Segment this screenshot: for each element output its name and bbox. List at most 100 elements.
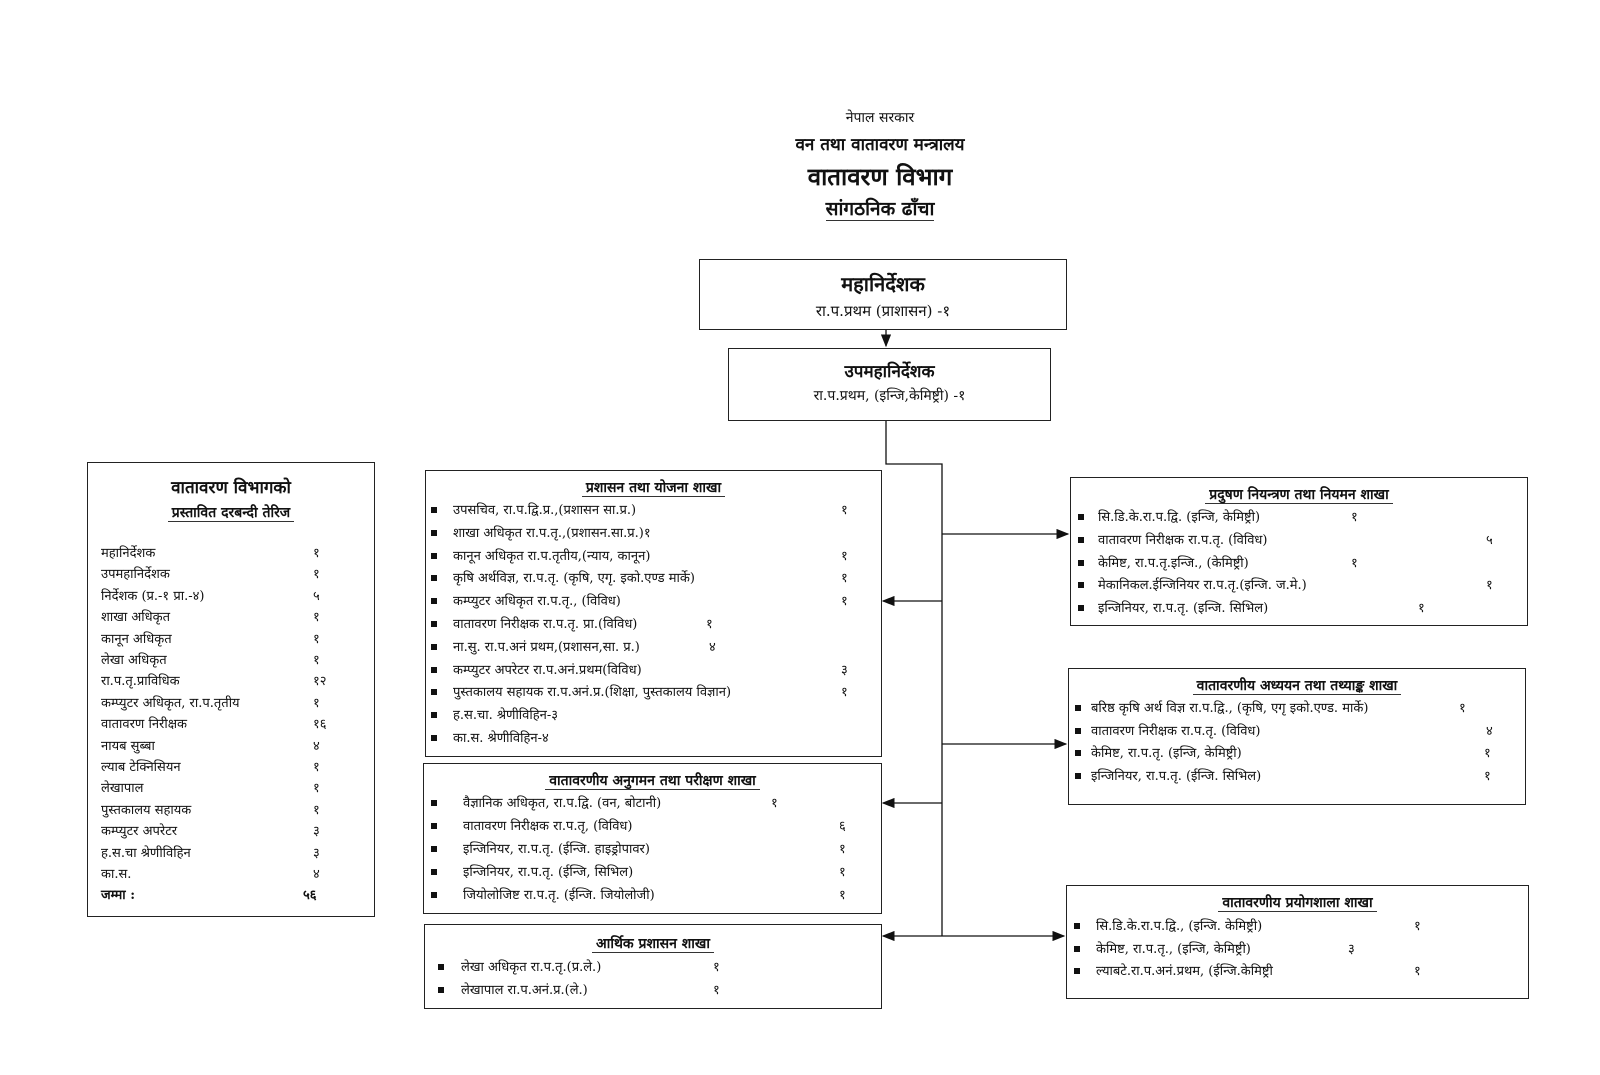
- branch-monitoring-testing: वातावरणीय अनुगमन तथा परीक्षण शाखावैज्ञान…: [423, 763, 882, 914]
- summary-item: ह.स.चा श्रेणीविहिन: [101, 845, 191, 861]
- bullet-icon: [1078, 605, 1084, 612]
- branch-title-text: वातावरणीय अध्ययन तथा तथ्याङ्क शाखा: [1192, 678, 1402, 695]
- position-item: मेकानिकल.ईन्जिनियर रा.प.तृ.(इन्जि. ज.मे.…: [1098, 578, 1307, 594]
- bullet-icon: [431, 735, 437, 741]
- summary-count: १: [313, 610, 320, 626]
- position-item: इन्जिनियर, रा.प.तृ. (इन्जि. सिभिल): [1098, 601, 1269, 617]
- branch-title: वातावरणीय अनुगमन तथा परीक्षण शाखा: [424, 771, 881, 790]
- bullet-icon: [431, 800, 437, 806]
- position-item: लेखा अधिकृत रा.प.तृ.(प्र.ले.): [461, 960, 602, 975]
- bullet-icon: [1075, 750, 1081, 757]
- branch-pollution-control: प्रदुषण नियन्त्रण तथा नियमन शाखा सि.डि.के…: [1070, 477, 1528, 626]
- bullet-icon: [431, 643, 437, 650]
- position-item: लेखापाल रा.प.अनं.प्र.(ले.): [461, 983, 588, 998]
- chart-title-wrap: सांगठनिक ढाँचा: [680, 195, 1080, 221]
- summary-count: ४: [313, 867, 320, 882]
- bullet-icon: [438, 964, 444, 970]
- summary-item: लेखापाल: [101, 781, 144, 797]
- position-count: १: [1484, 769, 1491, 785]
- position-item: कानून अधिकृत रा.प.तृतीय,(न्याय, कानून): [453, 548, 651, 564]
- position-count: ६: [839, 819, 846, 834]
- position-item: ल्याबटे.रा.प.अनं.प्रथम, (ईन्जि.केमिष्ट्र…: [1096, 964, 1273, 979]
- position-count: १: [841, 548, 848, 564]
- position-item: सि.डि.के.रा.प.द्वि. (इन्जि, केमिष्ट्री): [1098, 510, 1261, 525]
- position-item: वातावरण निरीक्षक रा.प.तृ. (विविध): [1098, 532, 1268, 548]
- summary-count: १६: [313, 717, 327, 733]
- bullet-icon: [1074, 945, 1080, 952]
- branch-title: प्रशासन तथा योजना शाखा: [426, 478, 881, 497]
- position-count: १: [771, 796, 778, 811]
- summary-item: नायब सुब्बा: [101, 738, 155, 754]
- branch-laboratory: वातावरणीय प्रयोगशाला शाखासि.डि.के.रा.प.द…: [1066, 885, 1529, 999]
- branch-title-text: प्रदुषण नियन्त्रण तथा नियमन शाखा: [1205, 487, 1393, 504]
- summary-item: वातावरण निरीक्षक: [101, 717, 188, 733]
- position-item: इन्जिनियर, रा.प.तृ. (ईन्जि, सिभिल): [463, 865, 634, 880]
- branch-study-statistics: वातावरणीय अध्ययन तथा तथ्याङ्क शाखा बरिष्ठ…: [1068, 668, 1526, 805]
- summary-item: उपमहानिर्देशक: [101, 567, 170, 583]
- bullet-icon: [1078, 582, 1084, 589]
- bullet-icon: [431, 552, 437, 559]
- summary-count: १: [313, 653, 320, 668]
- position-item: ह.स.चा. श्रेणीविहिन-३: [453, 708, 559, 724]
- summary-title: वातावरण विभागको: [171, 478, 291, 498]
- position-item: पुस्तकालय सहायक रा.प.अनं.प्र.(शिक्षा, पु…: [453, 685, 732, 701]
- summary-count: ३: [313, 845, 320, 861]
- position-count: १: [839, 888, 846, 903]
- branch-title-text: प्रशासन तथा योजना शाखा: [581, 480, 726, 497]
- position-count: १: [1486, 578, 1493, 594]
- summary-count: १: [313, 631, 320, 647]
- bullet-icon: [431, 666, 437, 673]
- bullet-icon: [431, 712, 437, 719]
- summary-item: का.स.: [101, 867, 132, 882]
- bullet-icon: [1078, 514, 1084, 520]
- summary-item: निर्देशक (प्र.-१ प्रा.-४): [101, 588, 205, 604]
- summary-count: १: [313, 546, 320, 561]
- position-count: ५: [1486, 532, 1493, 548]
- ddg-detail: रा.प.प्रथम, (इन्जि,केमिष्ट्री) -१: [813, 388, 966, 404]
- branch-title-text: वातावरणीय प्रयोगशाला शाखा: [1218, 895, 1377, 912]
- summary-item: शाखा अधिकृत: [101, 610, 171, 626]
- branch-title: प्रदुषण नियन्त्रण तथा नियमन शाखा: [1071, 485, 1527, 504]
- deputy-director-general-box: उपमहानिर्देशक रा.प.प्रथम, (इन्जि,केमिष्ट…: [728, 348, 1051, 421]
- position-item: वातावरण निरीक्षक रा.प.तृ. (विविध): [1091, 723, 1261, 739]
- position-count: ४: [709, 639, 716, 655]
- position-count: १: [713, 983, 720, 998]
- dg-detail: रा.प.प्रथम (प्राशासन) -१: [815, 302, 951, 320]
- summary-item: रा.प.तृ.प्राविधिक: [101, 674, 180, 690]
- branch-title: वातावरणीय अध्ययन तथा तथ्याङ्क शाखा: [1069, 676, 1525, 695]
- bullet-icon: [431, 823, 437, 829]
- summary-count: १२: [313, 674, 327, 690]
- government-label: नेपाल सरकार: [845, 110, 915, 126]
- bullet-icon: [431, 689, 437, 696]
- position-item: ना.सु. रा.प.अनं प्रथम,(प्रशासन,सा. प्र.): [453, 639, 640, 655]
- summary-total-label: जम्मा :: [101, 888, 135, 904]
- department-title: वातावरण विभाग: [807, 162, 953, 191]
- bullet-icon: [431, 621, 437, 627]
- position-item: बरिष्ठ कृषि अर्थ विज्ञ रा.प.द्वि., (कृषि…: [1091, 701, 1369, 716]
- summary-subtitle: प्रस्तावित दरबन्दी तेरिज: [167, 505, 295, 522]
- position-item: वातावरण निरीक्षक रा.प.तृ, (विविध): [463, 819, 633, 834]
- branch-admin-planning: प्रशासन तथा योजना शाखाउपसचिव, रा.प.द्वि.…: [425, 470, 882, 757]
- bullet-icon: [431, 869, 437, 875]
- position-count: १: [841, 571, 848, 587]
- summary-count: १: [313, 567, 320, 583]
- bullet-icon: [1075, 727, 1081, 734]
- position-item: इन्जिनियर, रा.प.तृ. (ईन्जि. हाइड्रोपावर): [463, 842, 650, 857]
- bullet-icon: [438, 987, 444, 993]
- branch-title-text: वातावरणीय अनुगमन तथा परीक्षण शाखा: [545, 773, 760, 790]
- ministry-label: वन तथा वातावरण मन्त्रालय: [795, 135, 965, 155]
- position-count: ३: [841, 662, 848, 678]
- bullet-icon: [1075, 705, 1081, 711]
- summary-item: कम्प्युटर अपरेटर: [101, 824, 178, 840]
- summary-item: कानून अधिकृत: [101, 631, 172, 647]
- summary-total-value: ५६: [303, 888, 317, 904]
- position-count: १: [1414, 919, 1421, 934]
- bullet-icon: [1078, 559, 1084, 566]
- position-count: १: [1418, 601, 1425, 617]
- position-item: जियोलोजिष्ट रा.प.तृ. (ईन्जि. जियोलोजी): [463, 888, 655, 903]
- bullet-icon: [431, 598, 437, 605]
- position-count: १: [1351, 555, 1358, 571]
- branch-financial-admin: आर्थिक प्रशासन शाखालेखा अधिकृत रा.प.तृ.(…: [424, 924, 882, 1009]
